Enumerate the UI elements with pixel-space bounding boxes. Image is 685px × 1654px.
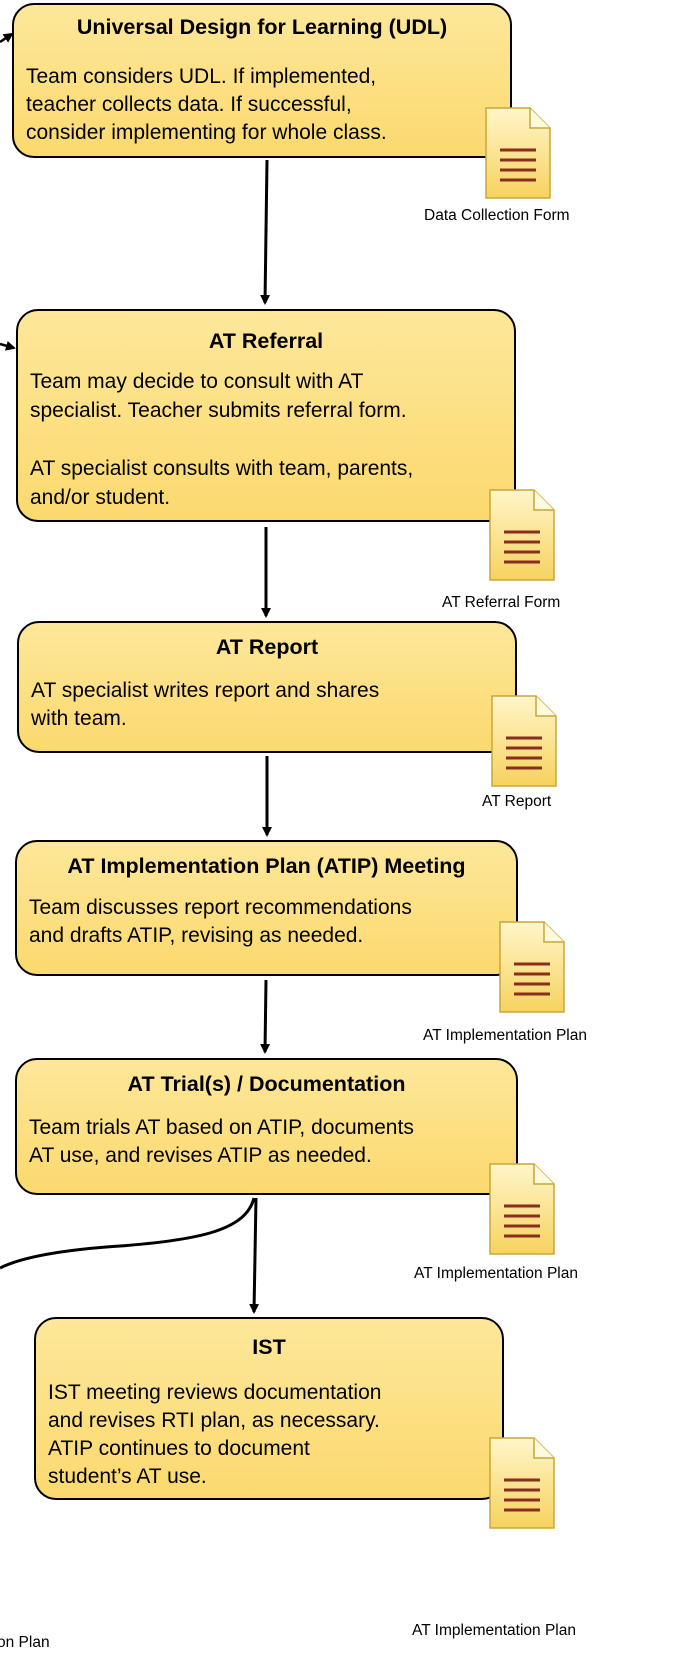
step-title: AT Implementation Plan (ATIP) Meeting <box>67 854 466 878</box>
document-icon <box>485 107 551 199</box>
document-label: AT Implementation Plan <box>423 1027 587 1044</box>
document-label: AT Implementation Plan <box>412 1622 576 1639</box>
arrow-trial-to-ist <box>249 1197 260 1314</box>
step-at-trials: AT Trial(s) / Documentation Team trials … <box>15 1058 518 1195</box>
document-label: AT Report <box>482 793 552 810</box>
step-title: Universal Design for Learning (UDL) <box>76 15 448 39</box>
step-description: Team discusses report recommendations an… <box>29 896 412 947</box>
step-description: AT specialist writes report and shares w… <box>31 679 380 730</box>
curve-to-left <box>0 1197 256 1270</box>
step-title: AT Referral <box>208 329 324 353</box>
step-udl: Universal Design for Learning (UDL) Team… <box>12 3 512 158</box>
arrow-atip-to-trial <box>260 979 271 1054</box>
step-title: AT Report <box>215 635 319 659</box>
document-icon <box>489 1163 555 1255</box>
step-atip-meeting: AT Implementation Plan (ATIP) Meeting Te… <box>15 840 518 976</box>
cut-off-document-label: on Plan <box>0 1634 50 1651</box>
document-icon <box>499 921 565 1013</box>
arrow-udl-to-referral <box>260 159 271 305</box>
arrow-into-referral <box>0 340 16 351</box>
step-title: IST <box>252 1335 286 1359</box>
step-title: AT Trial(s) / Documentation <box>127 1072 406 1096</box>
step-ist: IST IST meeting reviews documentation an… <box>34 1317 504 1500</box>
step-description: Team considers UDL. If implemented, teac… <box>26 65 387 144</box>
document-icon <box>489 489 555 581</box>
document-icon <box>489 1437 555 1529</box>
step-at-report: AT Report AT specialist writes report an… <box>17 621 517 753</box>
step-description: Team trials AT based on ATIP, documents … <box>29 1116 414 1167</box>
document-label: Data Collection Form <box>424 207 570 224</box>
step-at-referral: AT Referral Team may decide to consult w… <box>16 309 516 522</box>
step-description: Team may decide to consult with AT speci… <box>30 370 414 509</box>
document-label: AT Implementation Plan <box>414 1265 578 1282</box>
arrow-into-udl <box>0 32 14 44</box>
document-label: AT Referral Form <box>442 594 561 611</box>
step-description: IST meeting reviews documentation and re… <box>48 1381 382 1488</box>
document-icon <box>491 695 557 787</box>
